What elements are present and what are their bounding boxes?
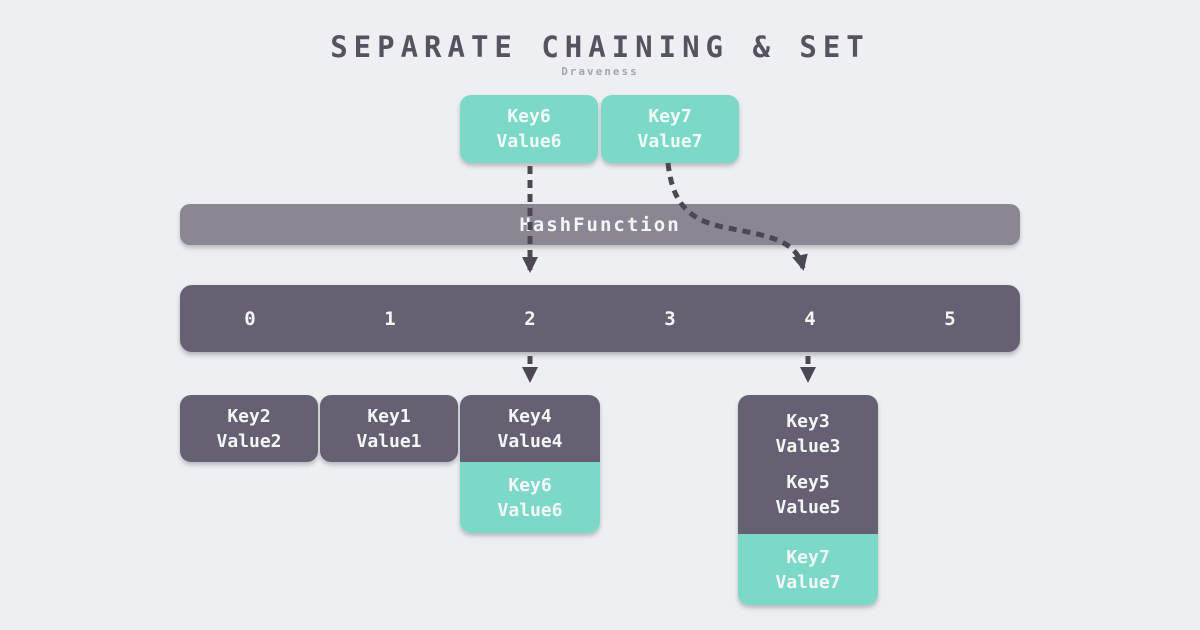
- value-label: Value7: [775, 571, 841, 593]
- page-title: SEPARATE CHAINING & SET: [330, 30, 870, 64]
- value-label: Value7: [637, 131, 703, 152]
- chain-node-key6-new: Key6 Value6: [460, 462, 600, 533]
- value-label: Value6: [496, 131, 562, 152]
- chain-node-key2: Key2 Value2: [180, 395, 318, 462]
- bucket-5: 5: [944, 307, 956, 330]
- value-label: Value3: [775, 435, 841, 457]
- chain-node-key1: Key1 Value1: [320, 395, 458, 462]
- bucket-2: 2: [524, 307, 536, 330]
- key-label: Key3: [786, 410, 830, 432]
- chain-entry: Key5 Value5: [775, 470, 840, 520]
- incoming-key-node-key7: Key7 Value7: [601, 95, 739, 163]
- hash-function-label: HashFunction: [519, 213, 681, 236]
- chain-entry: Key6 Value6: [497, 473, 562, 523]
- key-label: Key1: [367, 405, 411, 427]
- hash-function-bar: HashFunction: [180, 204, 1020, 245]
- value-label: Value4: [497, 430, 563, 452]
- key-label: Key6: [507, 106, 551, 127]
- chain-entry: Key7 Value7: [775, 545, 840, 595]
- chain-bucket-2: Key4 Value4 Key6 Value6: [460, 395, 600, 533]
- incoming-key-node-key6: Key6 Value6: [460, 95, 598, 163]
- bucket-1: 1: [384, 307, 396, 330]
- chain-node-key4: Key4 Value4: [460, 395, 600, 462]
- value-label: Value2: [216, 430, 282, 452]
- chain-bucket-4: Key3 Value3 Key5 Value5 Key7 Value7: [738, 395, 878, 605]
- bucket-3: 3: [664, 307, 676, 330]
- key-label: Key7: [786, 546, 830, 568]
- value-label: Value1: [356, 430, 422, 452]
- key-label: Key2: [227, 405, 271, 427]
- chain-entry: Key4 Value4: [497, 404, 562, 454]
- key-label: Key5: [786, 472, 830, 494]
- value-label: Value5: [775, 497, 841, 519]
- key-label: Key7: [648, 106, 692, 127]
- page-subtitle: Draveness: [561, 65, 639, 78]
- chain-node-key3-key5: Key3 Value3 Key5 Value5: [738, 395, 878, 534]
- bucket-array: 0 1 2 3 4 5: [180, 285, 1020, 352]
- chain-node-key7-new: Key7 Value7: [738, 534, 878, 605]
- bucket-4: 4: [804, 307, 816, 330]
- key-label: Key6: [508, 474, 552, 496]
- key-label: Key4: [508, 405, 552, 427]
- chain-entry: Key3 Value3: [775, 409, 840, 459]
- bucket-0: 0: [244, 307, 256, 330]
- value-label: Value6: [497, 499, 563, 521]
